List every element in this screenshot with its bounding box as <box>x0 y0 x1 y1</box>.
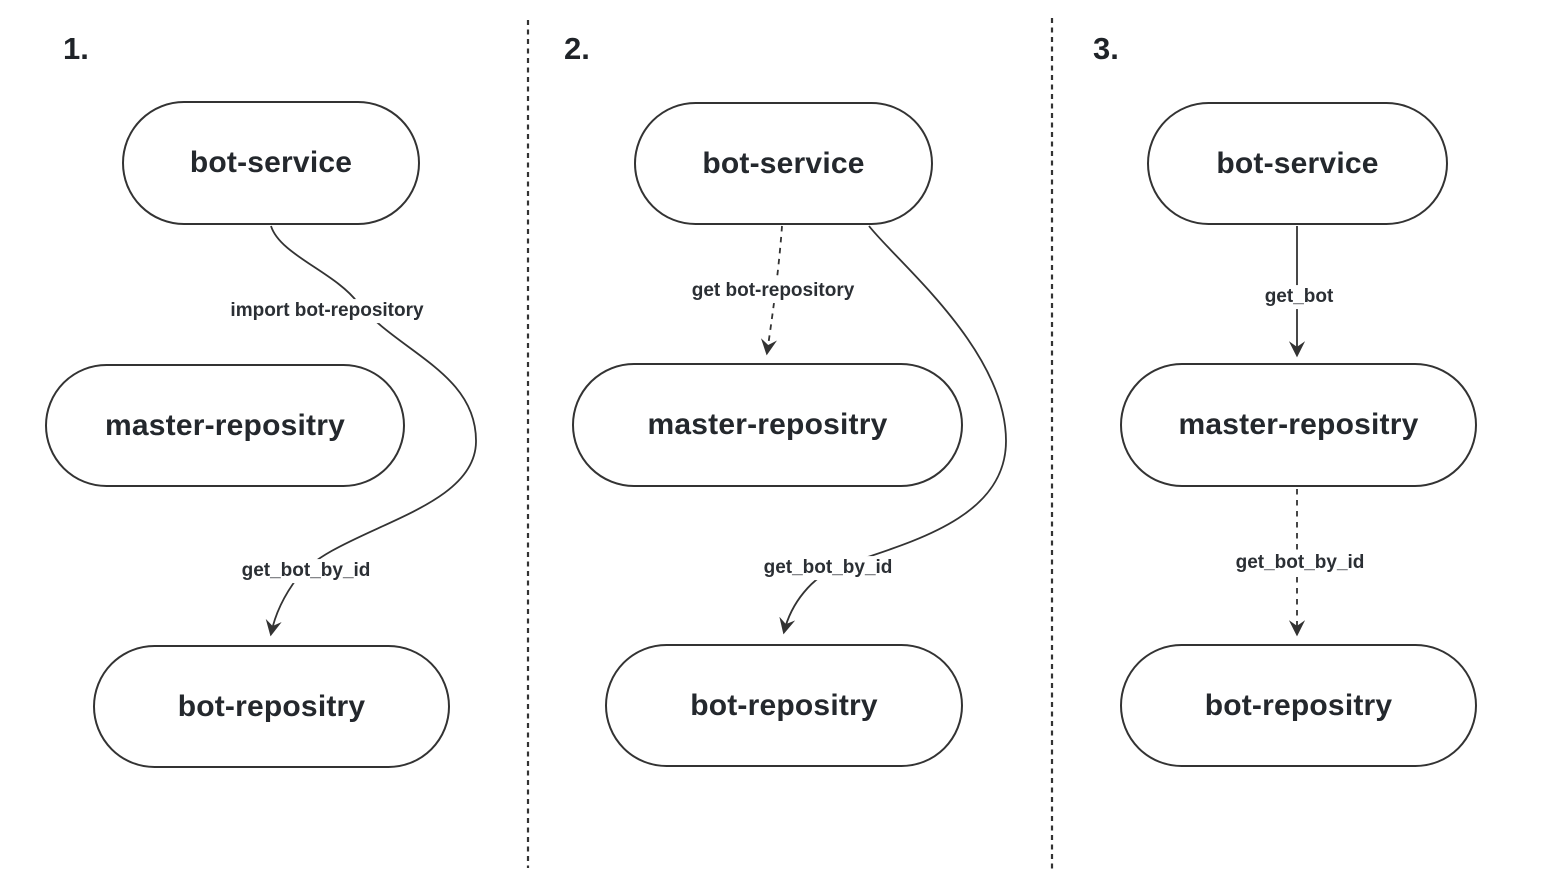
p2-node-master-repositry: master-repositry <box>572 363 963 487</box>
p1-edge-label-get-bot-by-id: get_bot_by_id <box>236 559 376 583</box>
panel-2-number: 2. <box>564 31 590 66</box>
p2-node-bot-repositry: bot-repositry <box>605 644 963 767</box>
p1-node-bot-service: bot-service <box>122 101 420 225</box>
p1-node-master-repositry: master-repositry <box>45 364 405 487</box>
p2-edge-label-get-bot-by-id: get_bot_by_id <box>758 556 898 580</box>
p1-node-bot-repositry: bot-repositry <box>93 645 450 768</box>
panel-1-number: 1. <box>63 31 89 66</box>
p2-node-bot-service: bot-service <box>634 102 933 225</box>
p2-edge-label-get-bot-repository: get bot-repository <box>686 279 860 303</box>
p3-node-bot-service: bot-service <box>1147 102 1448 225</box>
p3-node-bot-repositry: bot-repositry <box>1120 644 1477 767</box>
p3-node-master-repositry: master-repositry <box>1120 363 1477 487</box>
p3-edge-label-get-bot-by-id: get_bot_by_id <box>1230 551 1370 575</box>
p3-edge-label-get-bot: get_bot <box>1259 285 1339 309</box>
p1-edge-label-import-bot-repository: import bot-repository <box>225 299 429 323</box>
edge-p2-get-bot-repository <box>760 225 783 356</box>
panel-3-number: 3. <box>1093 31 1119 66</box>
